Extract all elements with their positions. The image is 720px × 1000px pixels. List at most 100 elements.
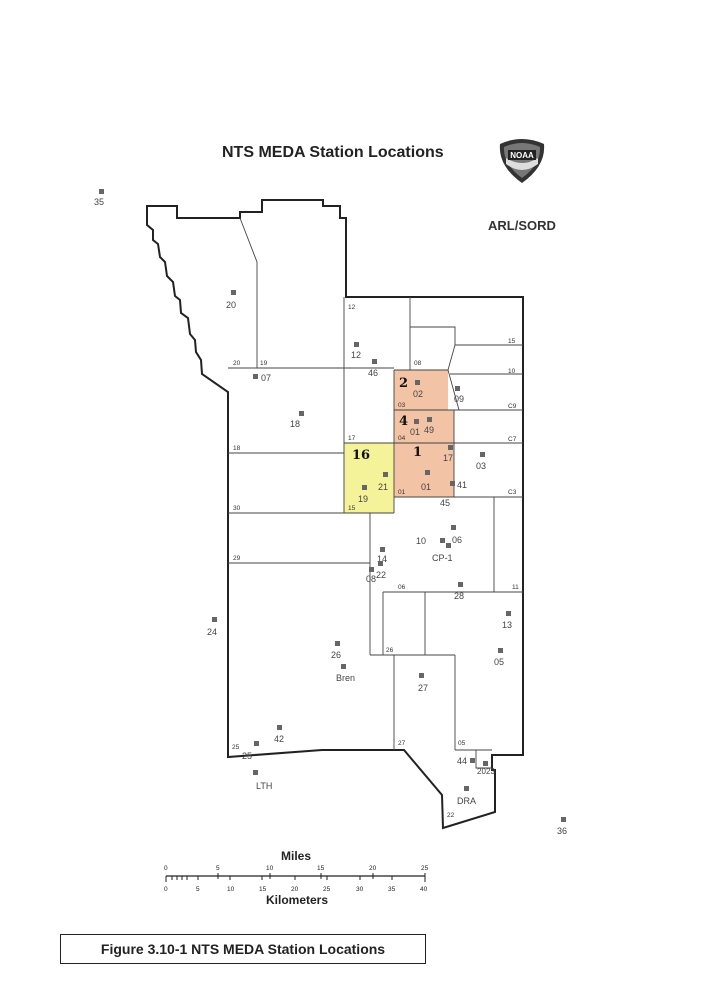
area-label: 05 [458,740,466,747]
station-marker [458,582,463,587]
station-marker [427,417,432,422]
station-label: 01 [410,427,420,437]
area-label: 03 [398,402,406,409]
station-marker [415,380,420,385]
area-label: 01 [398,489,406,496]
station-label: 13 [502,620,512,630]
area-label: 22 [447,812,455,819]
mile-tick: 25 [421,865,429,872]
station-label: 49 [424,425,434,435]
station-label: DRA [457,796,476,806]
station-label: 26 [331,650,341,660]
station-label: 18 [290,419,300,429]
station-label: 20 [477,767,486,776]
area-label: 11 [512,584,519,591]
station-label: 41 [457,480,467,490]
station-label: 10 [416,536,426,546]
area-label: 15 [508,338,516,345]
station-label: 14 [377,554,387,564]
highlight-label-16: 16 [352,448,370,463]
area-1-highlight [394,443,454,497]
station-label: 05 [494,657,504,667]
figure-caption: Figure 3.10-1 NTS MEDA Station Locations [60,934,426,964]
station-label: 12 [351,350,361,360]
station-marker [277,725,282,730]
stations: 35 20 12 46 07 18 02 09 01 49 17 03 01 4… [94,189,567,836]
highlight-label-4: 4 [399,414,408,429]
station-label: 21 [378,482,388,492]
area-label: 30 [233,505,241,512]
station-label: 44 [457,756,467,766]
station-marker [99,189,104,194]
station-marker [231,290,236,295]
station-label: 07 [261,373,271,383]
area-label: 10 [508,368,516,375]
station-marker [335,641,340,646]
station-marker [451,525,456,530]
station-label: 22 [376,570,386,580]
km-label: Kilometers [266,893,328,907]
area-label: 18 [233,445,241,452]
km-tick: 5 [196,886,200,893]
area-label: C3 [508,489,517,496]
station-label: 17 [443,453,453,463]
station-label: 27 [418,683,428,693]
station-marker [383,472,388,477]
area-label: C7 [508,436,517,443]
scale-bar: Miles 0 5 10 15 20 25 0 5 10 15 20 25 30… [164,849,429,907]
station-marker [470,758,475,763]
mile-tick: 5 [216,865,220,872]
station-marker [253,374,258,379]
mile-tick: 10 [266,865,274,872]
station-label: 20 [226,300,236,310]
station-marker [483,761,488,766]
station-label: 45 [440,498,450,508]
area-16-highlight [344,443,394,513]
station-marker [419,673,424,678]
area-2-highlight [394,370,448,410]
station-label: LTH [256,781,272,791]
station-marker [380,547,385,552]
station-marker [448,445,453,450]
station-label: 19 [358,494,368,504]
station-marker [480,452,485,457]
highlight-label-1: 1 [413,445,422,460]
km-tick: 20 [291,886,299,893]
station-marker [446,543,451,548]
km-tick: 40 [420,886,428,893]
area-labels: 12 15 10 C9 C7 C3 20 19 18 17 30 29 08 0… [232,304,519,819]
km-tick: 25 [323,886,331,893]
mile-tick: 15 [317,865,325,872]
station-label: 03 [476,461,486,471]
km-tick: 15 [259,886,267,893]
km-tick: 10 [227,886,235,893]
station-label: 23 [486,767,495,776]
noaa-logo: NOAA [499,139,545,183]
highlight-label-2: 2 [399,376,408,391]
area-label: 12 [348,304,356,311]
station-label: 01 [421,482,431,492]
station-label: 06 [452,535,462,545]
station-marker [455,386,460,391]
station-marker [464,786,469,791]
station-marker [212,617,217,622]
station-marker [450,481,455,486]
station-marker [354,342,359,347]
area-label: 06 [398,584,406,591]
station-marker [561,817,566,822]
area-label: 04 [398,435,406,442]
area-boundaries [228,217,523,769]
station-label: 24 [207,627,217,637]
station-label: 02 [413,389,423,399]
area-label: C9 [508,403,517,410]
station-marker [341,664,346,669]
station-marker [372,359,377,364]
mile-tick: 20 [369,865,377,872]
mile-tick: 0 [164,865,168,872]
nts-boundary [146,199,524,830]
area-label: 27 [398,740,406,747]
area-label: 08 [414,360,422,367]
area-label: 25 [232,744,240,751]
station-label: 25 [242,751,252,761]
